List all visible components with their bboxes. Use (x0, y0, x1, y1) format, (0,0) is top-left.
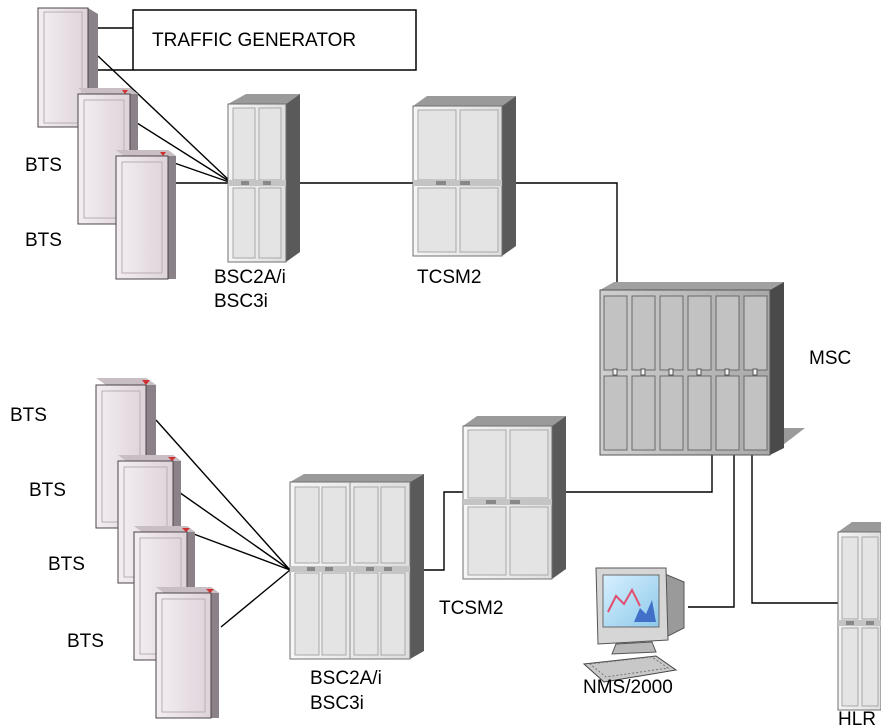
bts-cabinet-upper-3 (115, 150, 176, 280)
bts-label-lower-3: BTS (48, 554, 85, 575)
traffic-generator-box: TRAFFIC GENERATOR (132, 9, 417, 71)
msc-panel-handle (668, 368, 674, 376)
bts-label-upper-2: BTS (25, 230, 62, 251)
msc-panel (743, 295, 768, 371)
bts-label-lower-1: BTS (10, 405, 47, 426)
msc-label: MSC (809, 348, 851, 369)
hlr-label: HLR (838, 709, 876, 727)
bts-label-lower-2: BTS (29, 480, 66, 501)
msc-panel (715, 295, 740, 371)
msc-panel (603, 375, 628, 451)
bsc-label-upper-line1: BSC2A/i (214, 267, 286, 288)
tcsm2-label-upper: TCSM2 (417, 267, 481, 288)
msc-panel (687, 295, 712, 371)
tcsm2-label-lower: TCSM2 (439, 598, 503, 619)
msc-panel (631, 295, 656, 371)
msc-panel-handle (696, 368, 702, 376)
msc-panel (659, 295, 684, 371)
connection-lines (97, 27, 838, 628)
bsc-cabinet-upper (227, 94, 300, 263)
bsc-cabinet-lower (289, 474, 424, 660)
bts-cabinet-lower-4 (155, 587, 219, 719)
msc-panel (659, 375, 684, 451)
tcsm2-cabinet-upper (412, 96, 516, 257)
tcsm2-cabinet-lower (462, 416, 566, 580)
hlr-cabinet (837, 522, 881, 711)
msc-panel (715, 375, 740, 451)
msc-panel-handle (724, 368, 730, 376)
msc-panels (603, 295, 768, 451)
bsc-label-lower-line2: BSC3i (310, 693, 364, 714)
nms-workstation-icon (582, 567, 685, 683)
nms-label: NMS/2000 (583, 677, 673, 698)
msc-panel (603, 295, 628, 371)
msc-panel (687, 375, 712, 451)
msc-panel-handle (612, 368, 618, 376)
msc-panel (743, 375, 768, 451)
msc-panel-handle (640, 368, 646, 376)
bsc-label-upper-line2: BSC3i (214, 291, 268, 312)
bts-label-lower-4: BTS (67, 631, 104, 652)
traffic-generator-label: TRAFFIC GENERATOR (152, 30, 356, 51)
bts-label-upper-1: BTS (25, 155, 62, 176)
bsc-label-lower-line1: BSC2A/i (310, 668, 382, 689)
msc-panel-handle (752, 368, 758, 376)
msc-panel (631, 375, 656, 451)
